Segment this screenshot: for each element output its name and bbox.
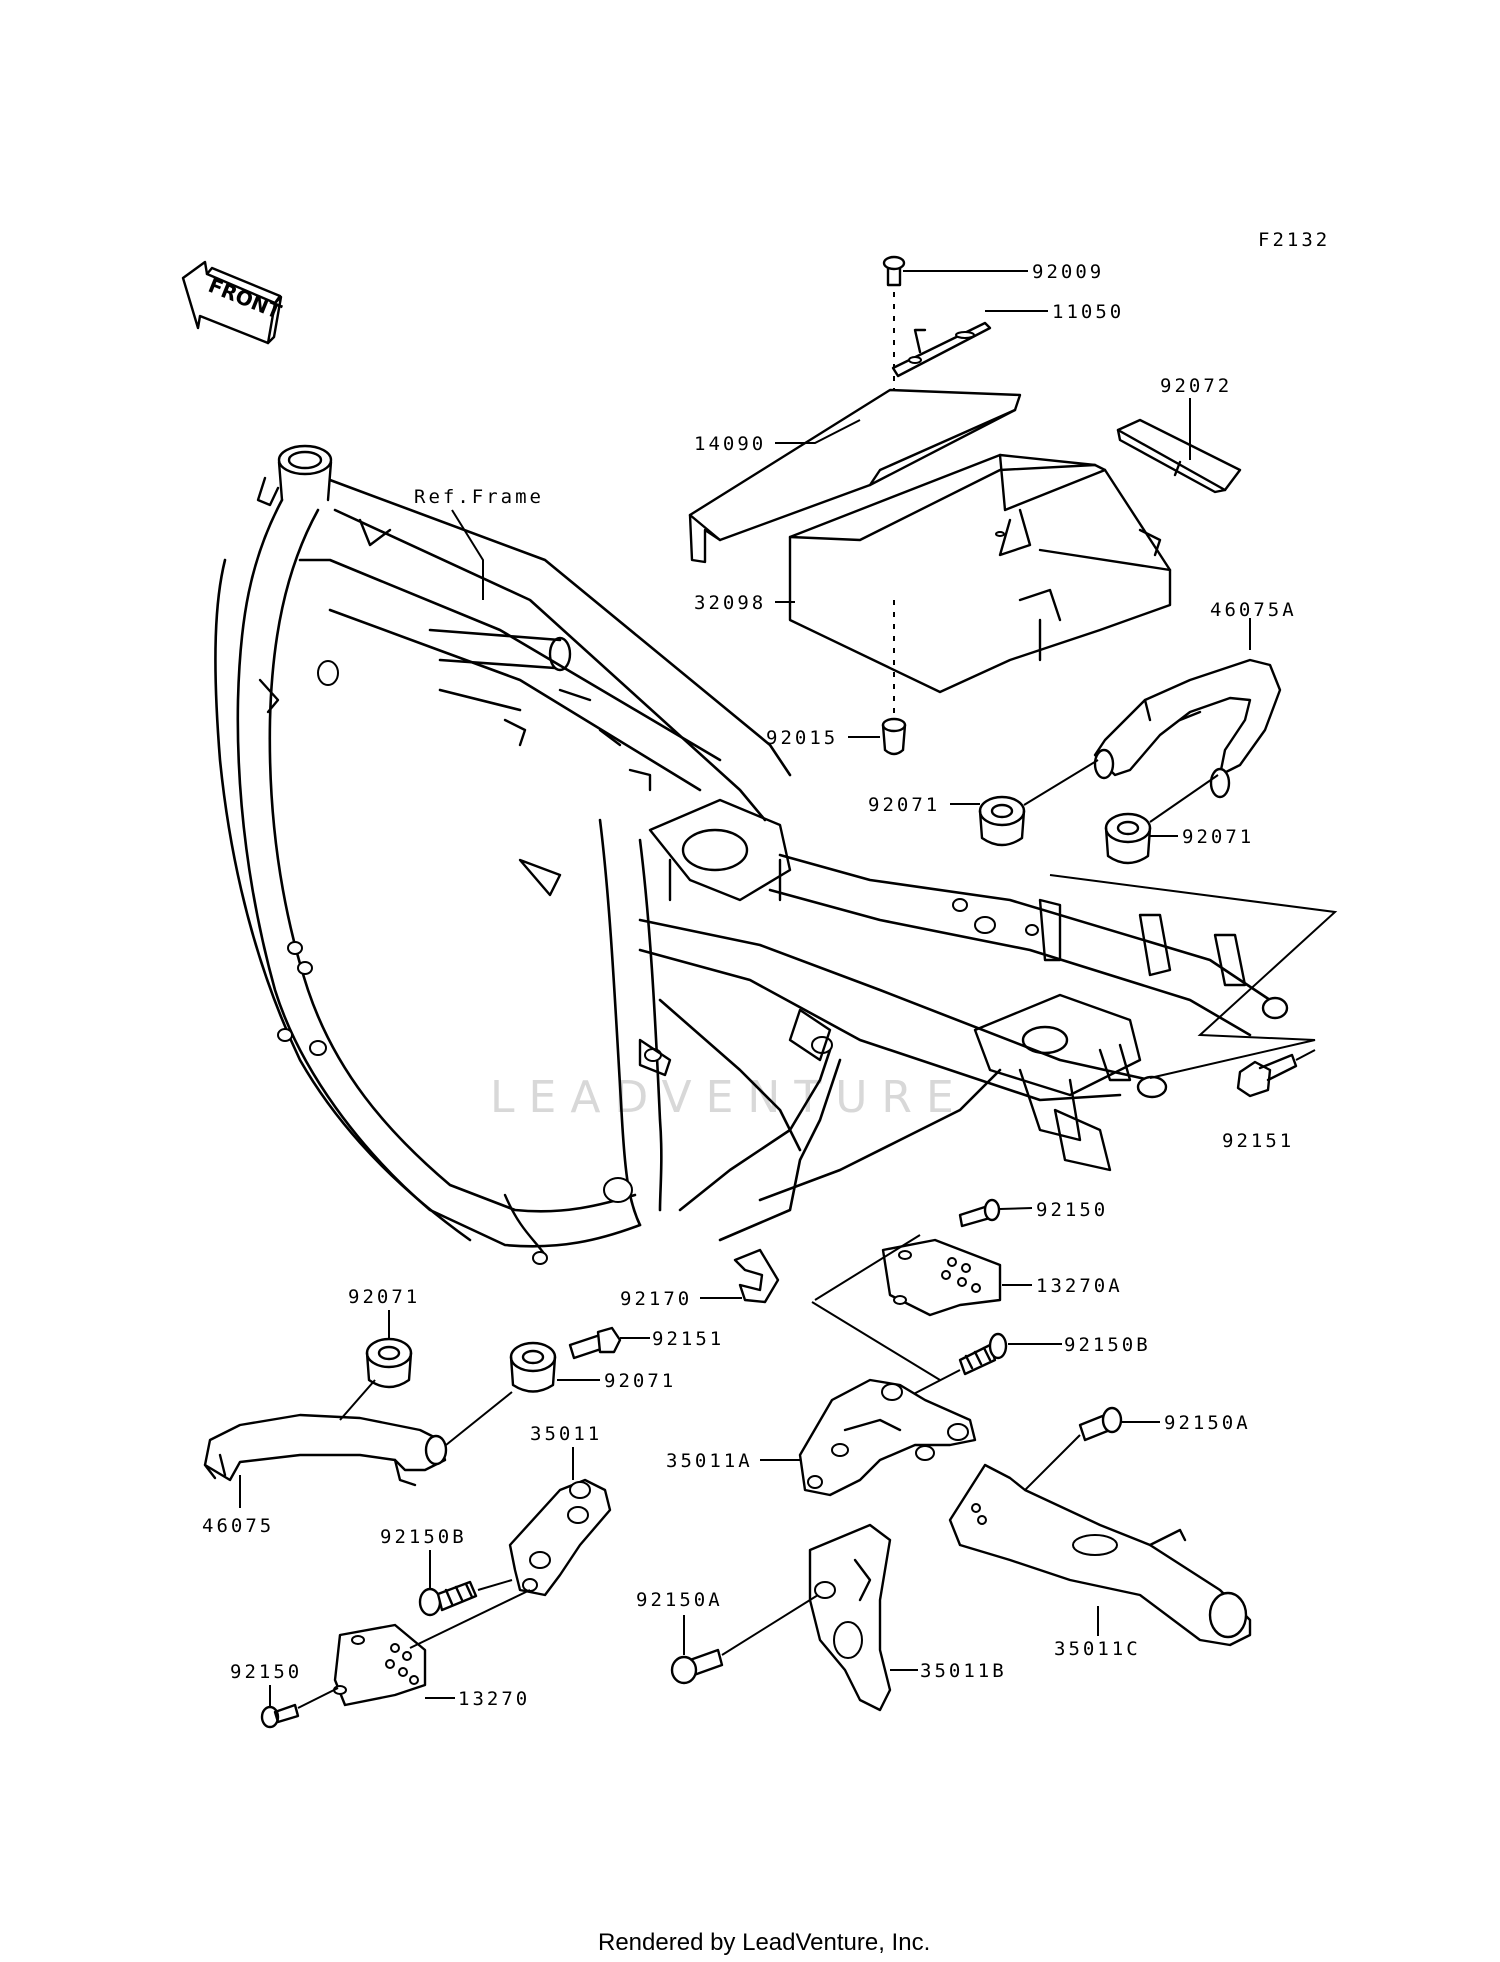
mount-bar-46075 (203, 1413, 448, 1487)
callout-92071-b: 92071 (1182, 826, 1254, 848)
callout-32098: 32098 (694, 592, 766, 614)
bushing-92071-a (978, 795, 1026, 847)
motorcycle-frame (214, 444, 1289, 1265)
bracket-35011B (808, 1523, 892, 1712)
bolt-92151-a (1236, 1053, 1298, 1098)
callout-92009: 92009 (1032, 261, 1104, 283)
bolt-92150A-b (670, 1648, 724, 1685)
cover-14090 (688, 388, 1022, 564)
bolt-92150A-a (1078, 1406, 1123, 1442)
callout-92150B-a: 92150B (1064, 1334, 1151, 1356)
callout-92151-b: 92151 (652, 1328, 724, 1350)
bushing-92071-b (1104, 812, 1152, 865)
callout-35011B: 35011B (920, 1660, 1007, 1682)
bolt-92150-b (260, 1703, 300, 1729)
grommet-92015 (881, 717, 907, 756)
bracket-35011 (508, 1478, 612, 1597)
bolt-92151-b (568, 1326, 622, 1360)
bolt-92150B-a (958, 1332, 1008, 1376)
callout-ref-frame: Ref.Frame (414, 486, 544, 508)
callout-35011C: 35011C (1054, 1638, 1141, 1660)
bolt-92150-a (958, 1198, 1001, 1228)
callout-14090: 14090 (694, 433, 766, 455)
callout-92151-a: 92151 (1222, 1130, 1294, 1152)
callout-13270A: 13270A (1036, 1275, 1123, 1297)
callout-92072: 92072 (1160, 375, 1232, 397)
callout-46075: 46075 (202, 1515, 274, 1537)
strap-92072 (1116, 418, 1242, 494)
bolt-92150B-b (418, 1580, 478, 1617)
watermark-text: LEADVENTURE (490, 1072, 968, 1123)
callout-92071-c: 92071 (348, 1286, 420, 1308)
callout-92071-a: 92071 (868, 794, 940, 816)
callout-35011A: 35011A (666, 1450, 753, 1472)
callout-92150B-b: 92150B (380, 1526, 467, 1548)
bolt-92009 (882, 255, 906, 287)
callout-92015: 92015 (766, 727, 838, 749)
callout-46075A: 46075A (1210, 599, 1297, 621)
diagram-code: F2132 (1258, 229, 1330, 251)
plate-13270A (881, 1238, 1002, 1317)
bushing-92071-d (509, 1341, 557, 1393)
clamp-92170 (733, 1248, 780, 1304)
callout-92150-a: 92150 (1036, 1199, 1108, 1221)
bushing-92071-c (365, 1337, 413, 1389)
callout-92150-b: 92150 (230, 1661, 302, 1683)
bracket-35011C (948, 1463, 1252, 1647)
callout-35011: 35011 (530, 1423, 602, 1445)
callout-11050: 11050 (1052, 301, 1124, 323)
callout-92150A-b: 92150A (636, 1589, 723, 1611)
callout-92150A-a: 92150A (1164, 1412, 1251, 1434)
bracket-35011A (798, 1378, 977, 1497)
footer-credit: Rendered by LeadVenture, Inc. (598, 1929, 930, 1956)
mount-bar-46075A (1093, 658, 1282, 799)
callout-13270: 13270 (458, 1688, 530, 1710)
callout-92071-d: 92071 (604, 1370, 676, 1392)
plate-13270 (333, 1623, 427, 1707)
battery-case-32098 (788, 453, 1172, 715)
bracket-11050 (891, 321, 992, 378)
front-arrow-icon: FRONT (181, 260, 285, 345)
callout-92170: 92170 (620, 1288, 692, 1310)
